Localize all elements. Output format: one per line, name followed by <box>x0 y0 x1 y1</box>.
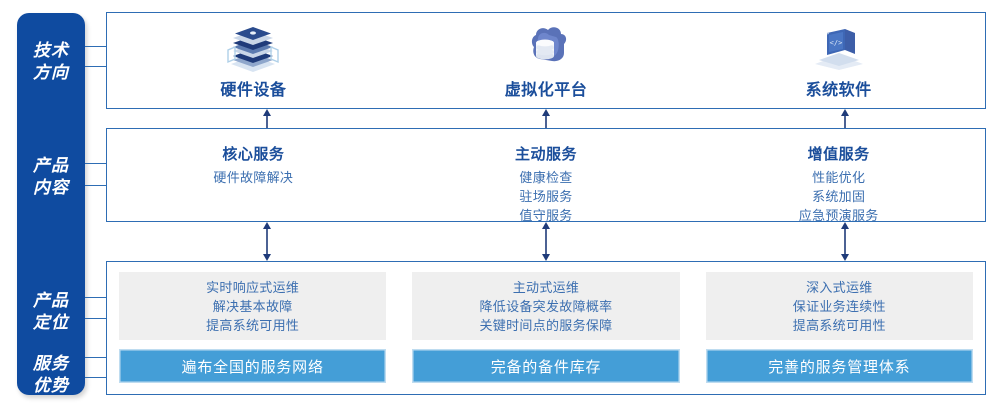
connector-stub-advantage-top <box>85 357 107 358</box>
position-card-deep[interactable]: 深入式运维 保证业务连续性 提高系统可用性 <box>705 272 973 340</box>
tech-title-hardware: 硬件设备 <box>220 81 287 99</box>
tech-title-virtualization: 虚拟化平台 <box>504 81 588 99</box>
connector-stub-content-bottom <box>85 185 107 186</box>
advantage-bar-service-network[interactable]: 遍布全国的服务网络 <box>119 349 387 383</box>
content-column-proactive-service[interactable]: 主动服务 健康检查 驻场服务 值守服务 <box>400 129 693 223</box>
position-line: 降低设备突发故障概率 <box>479 298 613 314</box>
sidebar-label-service-advantage: 服务 优势 <box>17 353 85 397</box>
position-line: 提高系统可用性 <box>206 317 300 333</box>
arrow-up-hardware <box>260 109 274 128</box>
connector-stub-advantage-bottom <box>85 377 107 378</box>
laptop-code-icon: </> <box>807 22 871 74</box>
position-line: 深入式运维 <box>806 279 873 295</box>
sidebar-label-tech-direction: 技术 方向 <box>17 40 85 84</box>
position-card-realtime[interactable]: 实时响应式运维 解决基本故障 提高系统可用性 <box>119 272 387 340</box>
sidebar-label-product-position-line1: 产品 <box>33 291 69 310</box>
content-item: 值守服务 <box>519 208 573 223</box>
svg-text:</>: </> <box>829 39 842 47</box>
arrow-up-system-software <box>838 109 852 128</box>
position-card-row: 实时响应式运维 解决基本故障 提高系统可用性 主动式运维 降低设备突发故障概率 … <box>119 272 973 340</box>
content-item: 性能优化 <box>812 170 866 185</box>
cloud-database-icon <box>514 22 578 74</box>
content-item: 驻场服务 <box>519 189 573 204</box>
sidebar-label-tech-direction-line1: 技术 <box>33 41 69 60</box>
sidebar-label-service-advantage-line1: 服务 <box>33 354 69 373</box>
sidebar-label-product-position: 产品 定位 <box>17 290 85 334</box>
content-column-core-service[interactable]: 核心服务 硬件故障解决 <box>107 129 400 221</box>
panel-position-advantage: 实时响应式运维 解决基本故障 提高系统可用性 主动式运维 降低设备突发故障概率 … <box>106 261 986 395</box>
tech-column-virtualization[interactable]: 虚拟化平台 <box>400 13 693 108</box>
advantage-bar-row: 遍布全国的服务网络 完备的备件库存 完善的服务管理体系 <box>119 349 973 383</box>
content-item: 系统加固 <box>812 189 866 204</box>
position-line: 保证业务连续性 <box>792 298 886 314</box>
advantage-bar-spare-parts[interactable]: 完备的备件库存 <box>412 349 680 383</box>
content-title-proactive-service: 主动服务 <box>515 146 578 163</box>
arrow-bidirectional-value-added-service <box>838 222 852 261</box>
sidebar: 技术 方向 产品 内容 产品 定位 服务 优势 <box>17 13 85 395</box>
tech-title-system-software: 系统软件 <box>805 81 872 99</box>
sidebar-label-product-content-line2: 内容 <box>33 178 69 197</box>
connector-stub-position-bottom <box>85 318 107 319</box>
position-line: 提高系统可用性 <box>792 317 886 333</box>
position-card-proactive[interactable]: 主动式运维 降低设备突发故障概率 关键时间点的服务保障 <box>412 272 680 340</box>
panel-product-content: 核心服务 硬件故障解决 主动服务 健康检查 驻场服务 值守服务 增值服务 性能优… <box>106 128 986 223</box>
content-column-value-added-service[interactable]: 增值服务 性能优化 系统加固 应急预演服务 <box>692 129 985 223</box>
connector-stub-tech-top <box>85 46 107 47</box>
arrow-bidirectional-core-service <box>260 222 274 261</box>
position-line: 关键时间点的服务保障 <box>479 317 613 333</box>
content-item: 健康检查 <box>519 170 573 185</box>
sidebar-label-tech-direction-line2: 方向 <box>33 63 69 82</box>
sidebar-label-service-advantage-line2: 优势 <box>33 376 69 395</box>
position-line: 主动式运维 <box>512 279 580 295</box>
content-title-core-service: 核心服务 <box>222 146 285 163</box>
sidebar-label-product-content: 产品 内容 <box>17 155 85 199</box>
position-line: 解决基本故障 <box>212 298 293 314</box>
connector-stub-position-top <box>85 297 107 298</box>
content-title-value-added-service: 增值服务 <box>807 146 870 163</box>
arrow-up-virtualization <box>539 109 553 128</box>
sidebar-label-product-position-line2: 定位 <box>33 313 69 332</box>
connector-stub-tech-bottom <box>85 66 107 67</box>
advantage-bar-management-system[interactable]: 完善的服务管理体系 <box>705 349 973 383</box>
panel-tech-direction: 硬件设备 <box>106 12 986 109</box>
position-line: 实时响应式运维 <box>206 279 300 295</box>
content-item: 硬件故障解决 <box>213 170 294 185</box>
connector-stub-content-top <box>85 163 107 164</box>
tech-column-system-software[interactable]: </> 系统软件 <box>692 13 985 108</box>
sidebar-label-product-content-line1: 产品 <box>33 156 69 175</box>
arrow-bidirectional-proactive-service <box>539 222 553 261</box>
server-stack-icon <box>221 22 285 74</box>
content-item: 应急预演服务 <box>798 208 879 223</box>
tech-column-hardware[interactable]: 硬件设备 <box>107 13 400 108</box>
